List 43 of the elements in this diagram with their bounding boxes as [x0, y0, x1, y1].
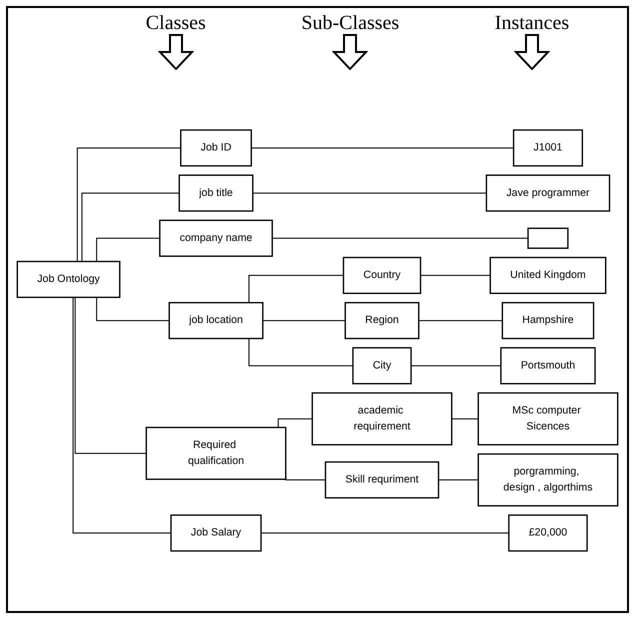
- node-box: Job Salary: [170, 514, 262, 552]
- node-box: Region: [344, 302, 420, 340]
- node-box: £20,000: [508, 514, 588, 552]
- node-box: Hampshire: [502, 302, 594, 340]
- node-box: J1001: [512, 129, 584, 167]
- connector: [72, 296, 172, 534]
- node-box: company name: [159, 220, 273, 257]
- connector: [96, 238, 160, 262]
- connector: [278, 418, 313, 428]
- connector: [418, 320, 503, 322]
- connector: [76, 147, 182, 262]
- node-box: Job ID: [180, 129, 252, 167]
- connector: [272, 238, 529, 239]
- connector: [250, 147, 514, 148]
- connector: [410, 365, 502, 366]
- node-box: City: [352, 347, 412, 384]
- node-box: Portsmouth: [500, 347, 596, 384]
- node-box: Country: [342, 256, 422, 294]
- node-box: porgramming, design , algorthims: [478, 453, 618, 506]
- connector: [262, 320, 346, 322]
- connector: [420, 274, 491, 276]
- node-box: United Kingdom: [490, 256, 606, 294]
- column-heading: Sub-Classes: [301, 12, 400, 34]
- node-box: Jave programmer: [486, 174, 610, 212]
- column-heading: Classes: [146, 12, 206, 34]
- node-box: Skill requriment: [324, 461, 440, 499]
- connector: [248, 274, 344, 304]
- node-box: MSc computer Sicences: [478, 392, 618, 446]
- connector: [252, 192, 487, 194]
- connector: [438, 479, 479, 480]
- node-box: Job Ontology: [16, 260, 120, 298]
- column-heading: Instances: [494, 12, 570, 34]
- node-box: academic requirement: [312, 392, 452, 446]
- node-box: Required qualification: [146, 426, 286, 480]
- connector: [74, 296, 147, 454]
- node-box: job title: [178, 174, 254, 212]
- connector: [81, 192, 180, 262]
- node-box: job location: [168, 302, 264, 340]
- node-box: [527, 228, 569, 249]
- connector: [96, 296, 170, 322]
- connector: [248, 338, 354, 366]
- connector: [451, 418, 479, 420]
- connector: [260, 532, 510, 534]
